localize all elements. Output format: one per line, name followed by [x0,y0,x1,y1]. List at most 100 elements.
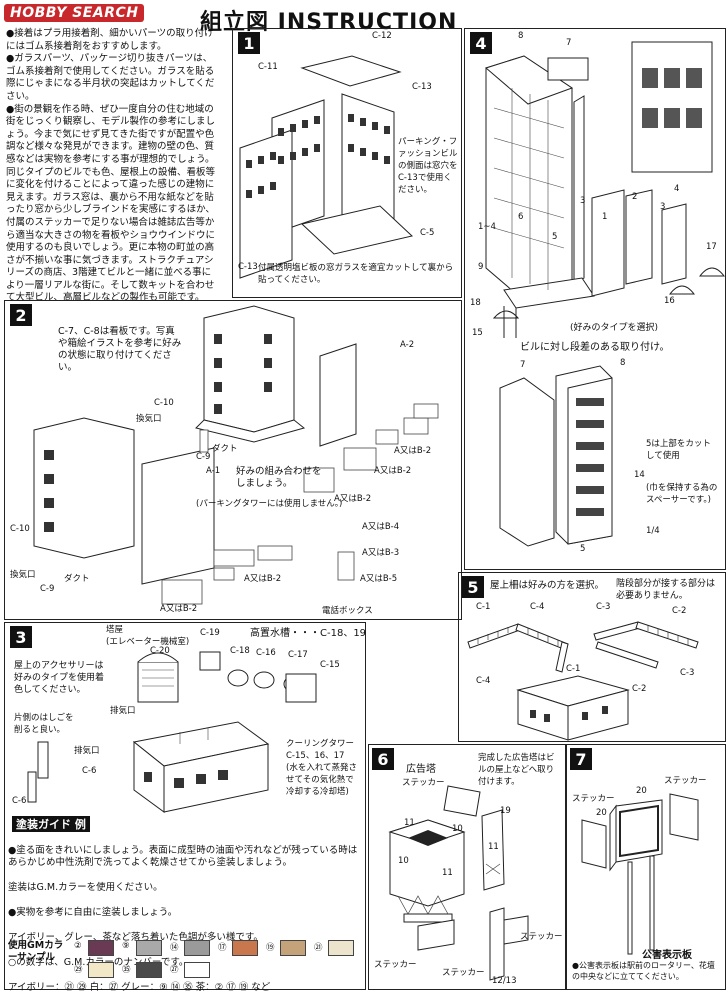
step2-part-label: C-10 [154,398,174,408]
color-swatch [280,940,306,956]
step4-lower-num: 7 [520,360,526,370]
step3-water-tank: 高置水槽・・・C-18、19 [250,628,367,639]
intro-bullet: ●街の景観を作る時、ぜひ一度自分の住む地域の街をじっくり観察し、モデル製作の参考… [6,103,216,304]
step3-c20-label: C-20 [150,646,170,656]
color-swatch [184,940,210,956]
step7-num-label: 20 [596,808,607,818]
swatch-number: ㉑ [314,943,323,953]
step2-frame [4,300,462,620]
step6-num-label: 12/13 [492,976,517,986]
step4-num-label: 15 [472,328,483,338]
step5-note-select: 屋上柵は好みの方を選択。 [490,580,605,591]
step2-ab-label: A又はB-5 [360,574,398,584]
step2-part-label: C-9 [40,584,55,594]
step1-part-label: C-11 [258,62,278,72]
color-swatch [232,940,258,956]
intro-bullet: ●接着はプラ用接着剤、細かいパーツの取り付けにはゴム系接着剤をおすすめします。 [6,28,214,52]
intro-bullet: ●ガラスパーツ、パッケージ切り抜きパーツは、ゴム系接着剤で使用してください。ガラ… [6,53,215,102]
step6-sticker-label: ステッカー [520,932,563,942]
logo-text: HOBBY SEARCH [4,4,145,22]
step5-part-label: C-4 [530,602,545,612]
color-swatch [88,940,114,956]
step4-num-label: 7 [566,38,572,48]
intro-notes: ●接着はプラ用接着剤、細かいパーツの取り付けにはゴム系接着剤をおすすめします。 … [6,28,218,305]
step7-note: ●公害表示板は駅前のロータリー、花壇の中央などに立ててください。 [572,961,715,981]
step7-sticker-label: ステッカー [572,794,615,804]
color-swatch [136,940,162,956]
step5-part-label: C-4 [476,676,491,686]
step4-num-label: 1 [602,212,608,222]
step6-sticker-label: ステッカー [442,968,485,978]
step4-diagram [484,41,726,547]
step6-sticker-label: ステッカー [374,960,417,970]
step7-diagram [581,793,699,955]
step2-vent-label: 換気口 [10,570,36,580]
step2-ab-label: A又はB-2 [394,446,432,456]
step2-note-parking: (パーキングタワーには使用しません。) [196,499,343,509]
step4-note-cut: 5は上部をカットして使用 [646,439,711,461]
step4-num-label: 5 [552,232,558,242]
paint-sample-label: 使用GMカラーサンプル [8,940,64,963]
step6-number: 6 [372,748,394,770]
step1-note-parking: パーキング・ファッションビルの側面は窓穴をC-13で使用ください。 [398,137,458,195]
step3-c6-label: C-6 [12,796,27,806]
step2-phone-box-label: 電話ボックス [322,606,373,616]
step6-num-label: 11 [488,842,499,852]
step2-duct-label: ダクト [64,574,90,584]
step6-num-label: 11 [404,818,415,828]
step4-lower-num: 1/4 [646,526,660,536]
step3-tower-label: 塔屋 (エレベーター機械室) [106,625,190,647]
step5-frame [458,572,726,742]
step2-vent-label: 換気口 [136,414,162,424]
paint-line: ●実物を参考に自由に塗装しましょう。 [8,907,178,918]
step5-part-label: C-2 [632,684,647,694]
swatch-number: ㉟ [122,965,131,975]
step3-vent2-label: 排気口 [74,746,100,756]
step4-number: 4 [470,32,492,54]
step6-num-label: 10 [398,856,409,866]
step3-part-label: C-16 [256,648,276,658]
step5-part-label: C-2 [672,606,687,616]
color-swatch [136,962,162,978]
step4-num-label: 1~4 [478,222,496,232]
step7-sticker-label: ステッカー [664,776,707,786]
step4-num-label: 9 [478,262,484,272]
step4-note-select: (好みのタイプを選択) [570,323,659,333]
step2-note-combo: 好みの組み合わせをしましょう。 [236,466,322,489]
step1-number: 1 [238,32,260,54]
paint-line: ●塗る面をきれいにしましょう。表面に成型時の油面や汚れなどが残っている時はあらか… [8,844,358,869]
step2-part-label: A-2 [400,340,415,350]
step2-part-label: C-10 [10,524,30,534]
step5-diagram [467,621,699,741]
step4-num-label: 3 [660,202,666,212]
swatch-number: ⑨ [122,941,130,951]
step3-note-accessory: 屋上のアクセサリーは好みのタイプを使用着色してください。 [14,661,105,695]
step3-part-label: C-15 [320,660,340,670]
step3-number: 3 [10,626,32,648]
step4-lower-num: 14 [634,470,645,480]
step4-num-label: 6 [518,212,524,222]
hobby-search-logo: HOBBY SEARCH [4,4,145,22]
step3-c19-label: C-19 [200,628,220,638]
step6-sticker-label: ステッカー [402,778,445,788]
step2-ab-label: A又はB-3 [362,548,400,558]
step2-part-label: A-1 [206,466,221,476]
step4-lower-num: 8 [620,358,626,368]
step4-num-label: 3 [580,196,586,206]
step7-title: 公害表示板 [642,950,692,961]
step2-ab-label: A又はB-2 [334,494,372,504]
step2-ab-label: A又はB-2 [374,466,412,476]
page-title: 組立図 INSTRUCTION [200,10,458,35]
step5-part-label: C-1 [566,664,581,674]
step3-part-label: C-17 [288,650,308,660]
swatch-number: ⑲ [266,943,275,953]
step6-title: 広告塔 [406,764,436,775]
color-swatch [88,962,114,978]
step4-num-label: 2 [632,192,638,202]
step6-note-done: 完成した広告塔はビルの屋上などへ取り付けます。 [478,753,555,787]
step2-ab-label: A又はB-2 [160,604,198,614]
swatch-number: ⑭ [170,943,179,953]
step1-frame [232,28,462,298]
step1-part-label: C-5 [420,228,435,238]
step5-number: 5 [462,576,484,598]
